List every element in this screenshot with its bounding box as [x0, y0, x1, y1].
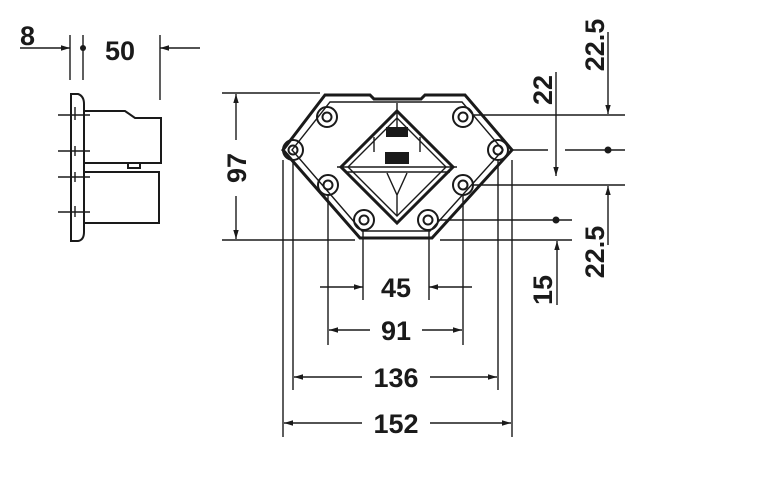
dim-label-8: 8	[20, 21, 35, 51]
lower-block	[84, 171, 160, 224]
dim-label-97: 97	[222, 153, 252, 183]
dim-label-22-5-bottom: 22.5	[580, 226, 610, 279]
dim-label-136: 136	[373, 363, 418, 393]
side-plate	[70, 93, 85, 242]
dim-label-50: 50	[105, 36, 135, 66]
upper-block	[84, 110, 162, 164]
dim-label-152: 152	[373, 409, 418, 439]
dim-label-22-5-top: 22.5	[580, 19, 610, 72]
side-view: 8 50	[20, 21, 200, 242]
plan-view: 97 45 91 136 152	[222, 19, 625, 439]
center-mechanism	[337, 103, 457, 226]
dim-dot	[80, 45, 86, 51]
dim-label-91: 91	[381, 316, 411, 346]
dim-label-22: 22	[528, 75, 558, 105]
dim-label-15: 15	[528, 275, 558, 305]
dim-label-45: 45	[381, 273, 411, 303]
